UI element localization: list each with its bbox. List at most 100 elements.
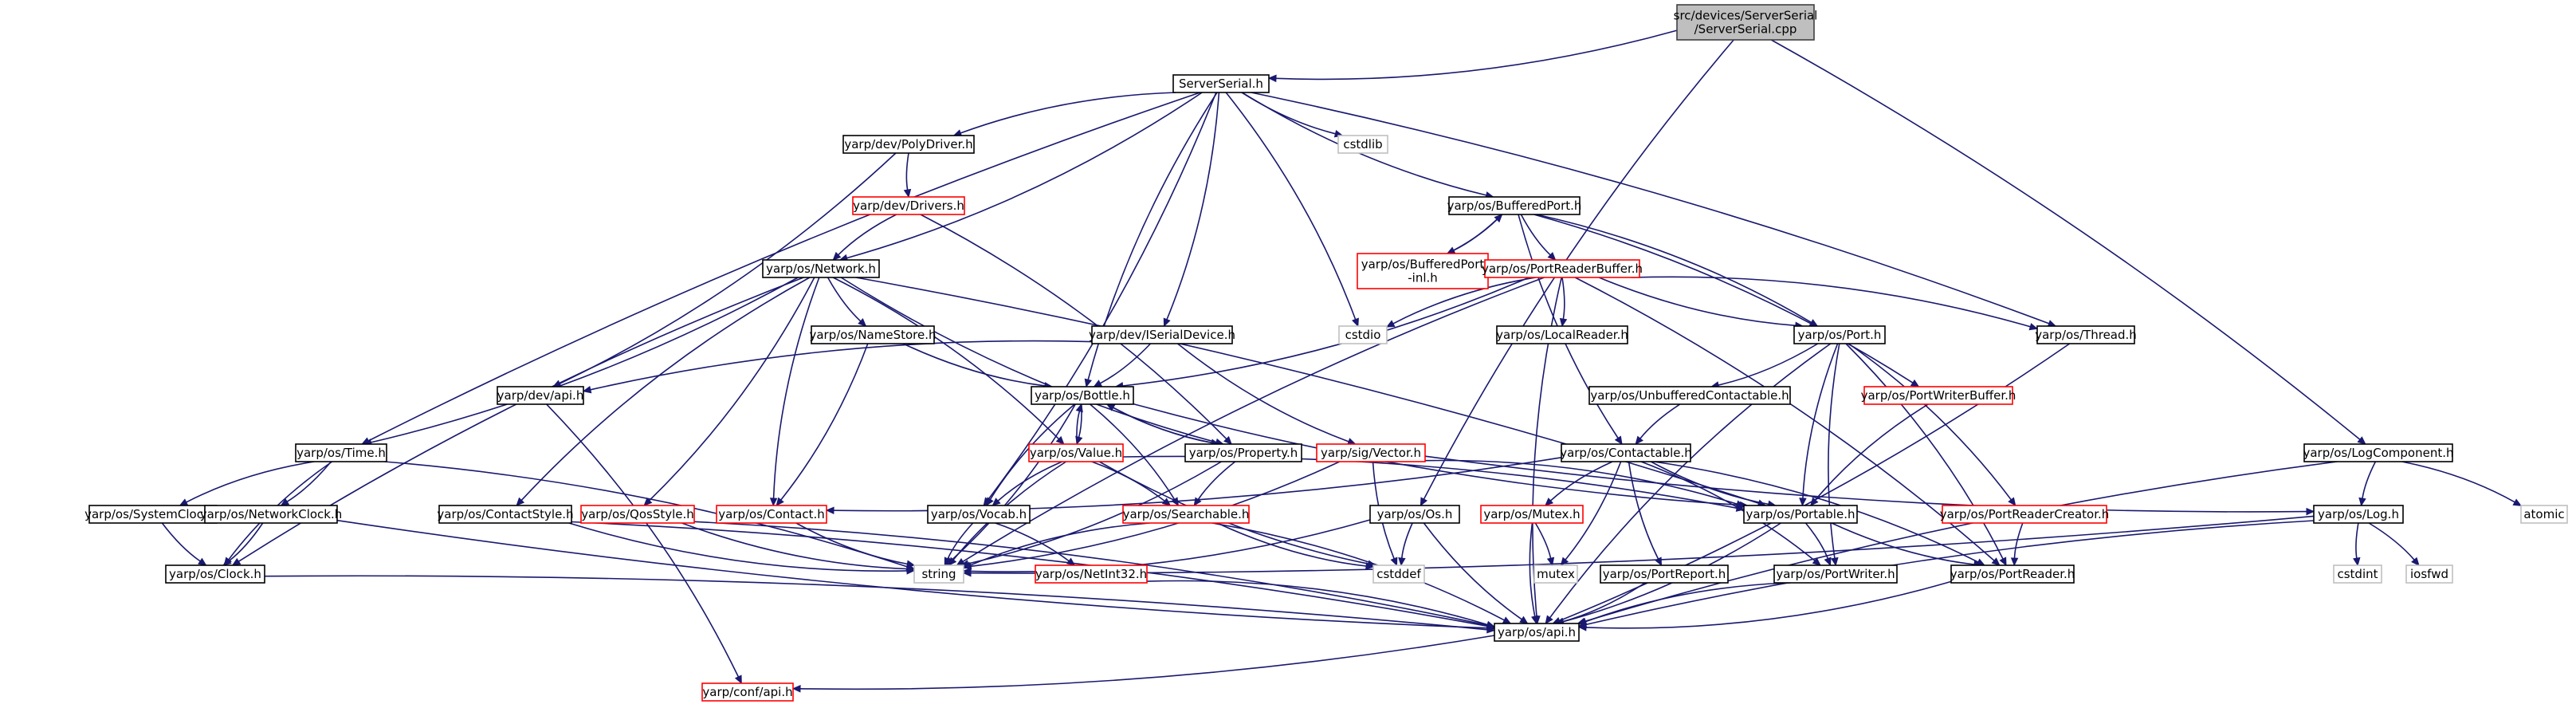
node-searchable[interactable]: yarp/os/Searchable.h: [1122, 505, 1250, 524]
edge-port-to-portreadercreator: [1848, 343, 2016, 506]
node-box: [1091, 325, 1233, 344]
node-cstdint[interactable]: cstdint: [2333, 564, 2382, 584]
node-box: [716, 505, 827, 524]
node-label: yarp/dev/api.h: [497, 388, 584, 403]
node-label: yarp/os/Bottle.h: [1035, 388, 1130, 403]
node-portwriterbuffer[interactable]: yarp/os/PortWriterBuffer.h: [1861, 386, 2016, 405]
node-atomic[interactable]: atomic: [2520, 505, 2568, 524]
node-box: [204, 505, 338, 524]
node-namestore[interactable]: yarp/os/NameStore.h: [809, 325, 937, 344]
node-bufferedport[interactable]: yarp/os/BufferedPort.h: [1447, 196, 1582, 215]
node-string[interactable]: string: [913, 564, 964, 584]
node-bottle[interactable]: yarp/os/Bottle.h: [1031, 386, 1134, 405]
node-polydriver[interactable]: yarp/dev/PolyDriver.h: [842, 135, 975, 154]
node-box: [295, 443, 387, 462]
node-iosfwd[interactable]: iosfwd: [2405, 564, 2453, 584]
node-box: [1600, 564, 1729, 584]
node-portable[interactable]: yarp/os/Portable.h: [1743, 505, 1858, 524]
edge-portreaderbuffer-to-portreader: [1574, 277, 2001, 566]
node-box: [913, 564, 964, 584]
node-portreader[interactable]: yarp/os/PortReader.h: [1950, 564, 2075, 584]
node-os[interactable]: yarp/os/Os.h: [1369, 505, 1460, 524]
node-network[interactable]: yarp/os/Network.h: [762, 259, 880, 278]
node-port[interactable]: yarp/os/Port.h: [1793, 325, 1886, 344]
edge-root-to-logcomponent: [1770, 39, 2366, 445]
edge-portreadercreator-to-portreader: [2010, 522, 2024, 567]
node-label: yarp/os/Thread.h: [2035, 328, 2137, 342]
node-unbuffered[interactable]: yarp/os/UnbufferedContactable.h: [1588, 386, 1791, 405]
node-box: [1676, 4, 1815, 41]
node-label: yarp/os/PortWriter.h: [1776, 567, 1895, 581]
edge-bufferedport-to-portreaderbuffer: [1520, 214, 1557, 261]
node-clock[interactable]: yarp/os/Clock.h: [165, 564, 265, 584]
node-label: yarp/os/UnbufferedContactable.h: [1590, 388, 1789, 403]
edge-time-to-systemclock: [179, 461, 315, 506]
edge-portreaderbuffer-to-localreader: [1559, 277, 1568, 328]
node-label: yarp/os/PortWriterBuffer.h: [1861, 388, 2016, 403]
node-box: [1357, 253, 1489, 289]
edge-logcomponent-to-atomic: [2401, 461, 2523, 506]
node-label: yarp/os/Vocab.h: [931, 507, 1027, 521]
edge-systemclock-to-clock: [161, 522, 207, 566]
edge-root-to-serverserial: [1267, 30, 1678, 83]
node-box: [1184, 443, 1302, 462]
node-portreadercreator[interactable]: yarp/os/PortReaderCreator.h: [1940, 505, 2110, 524]
node-qosstyle[interactable]: yarp/os/QosStyle.h: [580, 505, 695, 524]
node-label: yarp/os/Network.h: [766, 262, 876, 276]
node-log[interactable]: yarp/os/Log.h: [2313, 505, 2404, 524]
edge-os-to-string: [962, 519, 1371, 576]
node-drivers[interactable]: yarp/dev/Drivers.h: [852, 196, 965, 215]
node-box: [1480, 505, 1584, 524]
node-devapi[interactable]: yarp/dev/api.h: [497, 386, 584, 405]
node-confapi[interactable]: yarp/conf/api.h: [701, 682, 794, 702]
edge-clock-to-osapi: [264, 575, 1496, 634]
node-logcomponent[interactable]: yarp/os/LogComponent.h: [2303, 443, 2454, 462]
node-netint32[interactable]: yarp/os/NetInt32.h: [1035, 564, 1148, 584]
node-osapi[interactable]: yarp/os/api.h: [1494, 623, 1580, 642]
node-portreaderbuffer[interactable]: yarp/os/PortReaderBuffer.h: [1482, 259, 1643, 278]
edge-value-to-searchable: [1091, 461, 1172, 506]
node-cstddef[interactable]: cstddef: [1372, 564, 1425, 584]
node-mutex[interactable]: mutex: [1533, 564, 1578, 584]
node-mutexh[interactable]: yarp/os/Mutex.h: [1480, 505, 1584, 524]
node-portreport[interactable]: yarp/os/PortReport.h: [1600, 564, 1729, 584]
edge-serverserial-to-cstdlib: [1241, 92, 1344, 138]
node-serverserial[interactable]: ServerSerial.h: [1172, 74, 1270, 93]
node-networkclock[interactable]: yarp/os/NetworkClock.h: [200, 505, 343, 524]
node-label: yarp/os/Portable.h: [1746, 507, 1855, 521]
node-contactable[interactable]: yarp/os/Contactable.h: [1560, 443, 1692, 462]
node-root[interactable]: src/devices/ServerSerial/ServerSerial.cp…: [1674, 4, 1818, 41]
node-label: yarp/os/LocalReader.h: [1496, 328, 1628, 342]
node-portwriter[interactable]: yarp/os/PortWriter.h: [1773, 564, 1898, 584]
node-bufferedportinl[interactable]: yarp/os/BufferedPort-inl.h: [1357, 253, 1489, 289]
node-label: cstddef: [1376, 567, 1421, 581]
node-localreader[interactable]: yarp/os/LocalReader.h: [1496, 325, 1628, 344]
node-systemclock[interactable]: yarp/os/SystemClock.h: [84, 505, 222, 524]
node-property[interactable]: yarp/os/Property.h: [1184, 443, 1302, 462]
node-vocab[interactable]: yarp/os/Vocab.h: [927, 505, 1031, 524]
node-value[interactable]: yarp/os/Value.h: [1028, 443, 1124, 462]
node-contactstyle[interactable]: yarp/os/ContactStyle.h: [437, 505, 574, 524]
node-cstdio[interactable]: cstdio: [1338, 325, 1388, 344]
node-label: ServerSerial.h: [1179, 77, 1263, 91]
node-iserialdevice[interactable]: yarp/dev/ISerialDevice.h: [1089, 325, 1235, 344]
edge-log-to-cstdint: [2353, 522, 2361, 567]
node-box: [1337, 135, 1388, 154]
node-time[interactable]: yarp/os/Time.h: [295, 443, 387, 462]
node-box: [1942, 505, 2107, 524]
node-box: [927, 505, 1031, 524]
node-label: cstdlib: [1343, 137, 1382, 151]
node-box: [2520, 505, 2568, 524]
node-contact[interactable]: yarp/os/Contact.h: [716, 505, 827, 524]
node-box: [1448, 196, 1581, 215]
edge-serverserial-to-cstdio: [1225, 92, 1359, 328]
node-cstdlib[interactable]: cstdlib: [1337, 135, 1388, 154]
node-box: [1369, 505, 1460, 524]
node-label: yarp/os/Clock.h: [169, 567, 261, 581]
node-box: [1484, 259, 1640, 278]
node-box: [1035, 564, 1148, 584]
node-label: yarp/os/Mutex.h: [1483, 507, 1580, 521]
node-vector[interactable]: yarp/sig/Vector.h: [1316, 443, 1426, 462]
node-thread[interactable]: yarp/os/Thread.h: [2035, 325, 2137, 344]
node-box: [165, 564, 265, 584]
